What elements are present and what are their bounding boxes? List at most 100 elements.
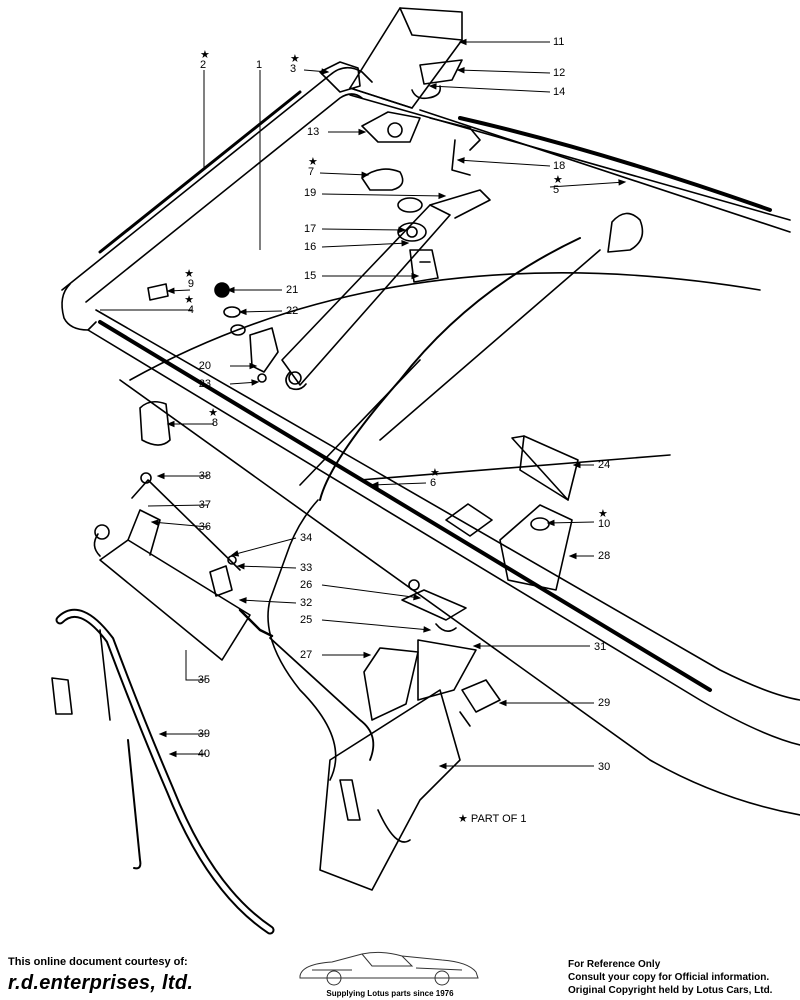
- callout-5: 5: [553, 184, 559, 196]
- leader-arrow-23: [251, 379, 260, 386]
- star-marker-4: ★: [184, 293, 194, 306]
- callout-labels: 11121413185★7★1917161521229★4★20238★2★3★…: [184, 36, 610, 773]
- leader-arrow-24: [572, 461, 581, 469]
- callout-4: 4: [188, 304, 194, 316]
- car-logo-block: Supplying Lotus parts since 1976: [292, 946, 488, 998]
- callout-1: 1: [256, 59, 262, 71]
- leader-line-6: [371, 482, 427, 486]
- callout-30: 30: [598, 761, 610, 773]
- leader-line-5: [549, 181, 626, 188]
- callout-27: 27: [300, 649, 312, 661]
- callout-19: 19: [304, 187, 316, 199]
- leader-arrow-12: [456, 66, 465, 74]
- leader-line-22: [239, 310, 283, 313]
- callout-38: 38: [199, 470, 211, 482]
- courtesy-text: This online document courtesy of:: [8, 956, 188, 968]
- notice-line-3: Original Copyright held by Lotus Cars, L…: [568, 985, 773, 996]
- callout-16: 16: [304, 241, 316, 253]
- leader-line-16: [321, 242, 409, 248]
- star-marker-7: ★: [308, 155, 318, 168]
- callout-29: 29: [598, 697, 610, 709]
- leader-line-36: [151, 521, 209, 528]
- callout-20: 20: [199, 360, 211, 372]
- callout-17: 17: [304, 223, 316, 235]
- leader-arrow-19: [438, 192, 447, 200]
- leader-arrow-5: [618, 179, 627, 186]
- leader-arrow-9: [166, 287, 175, 294]
- leader-line-35: [185, 650, 206, 681]
- leader-line-34: [231, 537, 297, 556]
- callout-21: 21: [286, 284, 298, 296]
- leader-arrow-13: [358, 128, 367, 136]
- callout-7: 7: [308, 166, 314, 178]
- callout-23: 23: [199, 378, 211, 390]
- callout-6: 6: [430, 477, 436, 489]
- leader-line-25: [321, 619, 431, 631]
- callout-28: 28: [598, 550, 610, 562]
- leader-arrow-16: [401, 240, 410, 247]
- callout-22: 22: [286, 305, 298, 317]
- leader-line-18: [457, 159, 551, 167]
- leader-line-17: [321, 228, 406, 231]
- callout-25: 25: [300, 614, 312, 626]
- callout-11: 11: [553, 36, 564, 48]
- callout-34: 34: [300, 532, 312, 544]
- leader-arrow-27: [363, 651, 372, 659]
- leader-arrow-39: [158, 730, 167, 738]
- leader-arrow-36: [150, 519, 159, 526]
- star-marker-9: ★: [184, 267, 194, 280]
- star-marker-5: ★: [553, 173, 563, 186]
- leader-line-10: [547, 521, 595, 524]
- leader-arrow-11: [458, 38, 467, 46]
- leader-arrow-25: [423, 626, 432, 633]
- leader-arrow-18: [456, 157, 465, 164]
- callout-24: 24: [598, 459, 610, 471]
- callout-8: 8: [212, 417, 218, 429]
- callout-37: 37: [199, 499, 211, 511]
- car-logo-icon: [299, 951, 479, 986]
- company-logo-text: r.d.enterprises, ltd.: [8, 972, 194, 994]
- star-marker-8: ★: [208, 406, 218, 419]
- reference-notice: For Reference Only Consult your copy for…: [568, 958, 796, 997]
- leader-line-26: [321, 584, 421, 599]
- callout-33: 33: [300, 562, 312, 574]
- leader-arrow-17: [398, 226, 407, 234]
- callout-36: 36: [199, 521, 211, 533]
- leader-arrow-14: [428, 83, 437, 90]
- callout-32: 32: [300, 597, 312, 609]
- leader-arrow-33: [236, 562, 245, 570]
- callout-18: 18: [553, 160, 565, 172]
- leader-arrow-32: [238, 597, 247, 604]
- leader-arrow-7: [361, 171, 370, 178]
- leader-arrow-34: [230, 550, 240, 557]
- exploded-view-artwork: [51, 7, 800, 935]
- leader-line-14: [429, 85, 551, 93]
- leader-arrow-22: [238, 308, 247, 316]
- star-marker-3: ★: [290, 52, 300, 65]
- leader-arrow-29: [498, 699, 507, 707]
- parts-diagram: 11121413185★7★1917161521229★4★20238★2★3★…: [51, 7, 800, 935]
- callout-12: 12: [553, 67, 565, 79]
- callout-35: 35: [198, 674, 210, 686]
- notice-line-2: Consult your copy for Official informati…: [568, 972, 770, 983]
- leader-line-19: [321, 193, 446, 197]
- leader-line-37: [147, 504, 209, 507]
- leader-arrow-6: [370, 481, 379, 489]
- callout-40: 40: [198, 748, 210, 760]
- callout-26: 26: [300, 579, 312, 591]
- leader-arrow-8: [166, 420, 175, 428]
- callout-13: 13: [307, 126, 319, 138]
- leader-arrow-30: [438, 762, 447, 770]
- leader-arrow-31: [472, 642, 481, 650]
- leader-arrow-38: [156, 472, 165, 480]
- star-marker-10: ★: [598, 507, 608, 520]
- leader-arrow-20: [249, 362, 258, 370]
- leader-arrow-28: [568, 552, 577, 560]
- callout-39: 39: [198, 728, 210, 740]
- callout-9: 9: [188, 278, 194, 290]
- leader-line-33: [237, 565, 297, 569]
- callout-2: 2: [200, 59, 206, 71]
- notice-line-1: For Reference Only: [568, 959, 661, 970]
- leader-arrow-40: [168, 750, 177, 758]
- star-marker-2: ★: [200, 48, 210, 61]
